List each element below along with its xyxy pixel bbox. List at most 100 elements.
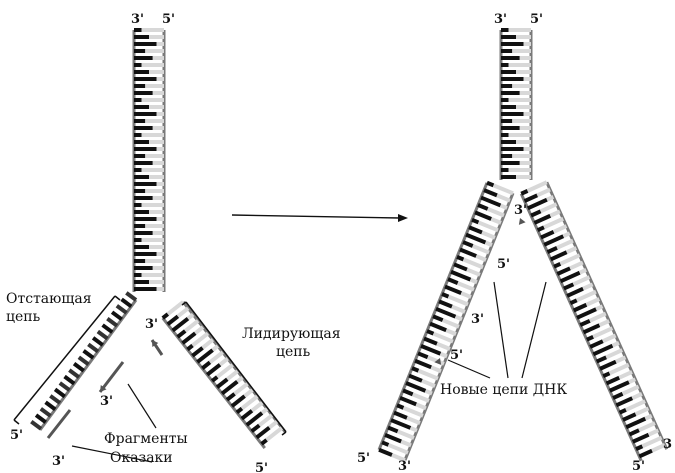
base-pair <box>590 341 603 347</box>
base-pair <box>475 212 491 219</box>
base-pair <box>600 321 610 325</box>
base-pair <box>178 308 188 316</box>
base-pair <box>452 307 465 312</box>
base-pair <box>269 422 277 428</box>
leading-strand-label-2: цепь <box>276 344 311 360</box>
base <box>60 383 70 390</box>
base-pair <box>580 321 590 325</box>
base-pair <box>488 209 504 216</box>
base-pair <box>259 415 272 425</box>
right-bottom-3prime: 3' <box>398 459 411 473</box>
base-pair <box>491 219 501 223</box>
base-pair <box>596 306 602 309</box>
base-pair <box>610 382 629 391</box>
base-pair <box>639 423 655 430</box>
base-pair <box>433 316 443 320</box>
base-pair <box>613 394 623 398</box>
base-pair <box>388 427 398 431</box>
lagging-strand-label-1: Отстающая <box>6 291 92 307</box>
base-pair <box>245 390 253 396</box>
base-pair <box>525 195 538 201</box>
base-pair <box>613 343 619 346</box>
leading-strand-label-1: Лидирующая <box>242 326 341 342</box>
backbone <box>405 193 513 460</box>
base-pair <box>257 428 270 438</box>
base-pair <box>547 248 557 252</box>
right-upper-3prime: 3' <box>471 312 484 327</box>
base-pair <box>528 182 547 191</box>
base-pair <box>227 394 235 400</box>
base-pair <box>463 242 473 246</box>
base-pair <box>183 333 196 343</box>
base-pair <box>494 185 513 193</box>
base-pair <box>422 381 435 386</box>
base-pair <box>212 377 217 381</box>
base-pair <box>210 352 223 362</box>
base <box>31 422 41 429</box>
base-pair <box>400 398 416 405</box>
base <box>103 325 113 332</box>
base-pair <box>391 420 410 428</box>
base <box>74 364 84 371</box>
base-pair <box>419 371 438 379</box>
base-pair <box>597 357 607 361</box>
base-pair <box>252 425 260 431</box>
base <box>122 299 132 306</box>
base-pair <box>455 317 461 320</box>
base-pair <box>458 283 474 290</box>
base-pair <box>626 401 645 410</box>
base-pair <box>220 359 228 365</box>
right-upper-5prime: 5' <box>497 257 510 272</box>
left-lagging-template <box>31 293 136 430</box>
base-pair <box>163 314 168 318</box>
base-pair <box>192 348 202 356</box>
base-pair <box>412 368 418 371</box>
base-pair <box>639 451 652 457</box>
base-pair <box>528 200 547 209</box>
base-pair <box>445 287 461 294</box>
base-pair <box>554 226 567 232</box>
base-pair <box>449 297 468 305</box>
base-pair <box>577 309 596 318</box>
right-top-5prime: 5' <box>530 12 543 27</box>
base-pair <box>633 435 649 442</box>
base-pair <box>461 293 471 297</box>
base-pair <box>442 294 448 297</box>
base-pair <box>213 346 218 350</box>
base-pair <box>401 441 411 445</box>
base <box>112 312 122 319</box>
new-strands-pointer-lines <box>448 282 546 378</box>
base-pair <box>584 325 600 332</box>
base-pair <box>606 378 619 384</box>
base-pair <box>537 190 550 196</box>
okazaki-label-2: Оказаки <box>110 450 173 466</box>
base-pair <box>577 292 596 301</box>
base-pair <box>484 190 497 195</box>
base-pair <box>409 376 422 381</box>
base <box>88 344 98 351</box>
base <box>79 357 89 364</box>
base-pair <box>448 279 458 283</box>
base-pair <box>466 235 485 243</box>
base-pair <box>586 299 599 305</box>
base-pair <box>544 219 563 228</box>
base-pair <box>460 249 476 256</box>
base <box>46 402 56 409</box>
base-pair <box>406 383 425 391</box>
okazaki-3prime: 3' <box>100 394 113 409</box>
base-pair <box>413 394 429 401</box>
left-top-3prime: 3' <box>131 12 144 27</box>
base-pair <box>439 301 452 306</box>
base-pair <box>544 236 563 245</box>
base-pair <box>203 340 213 348</box>
base-pair <box>470 280 476 283</box>
base-pair <box>479 222 498 230</box>
base-pair <box>427 331 433 334</box>
base-pair <box>551 252 567 259</box>
base-pair <box>187 345 192 349</box>
left-leading-duplex <box>163 302 285 448</box>
base-pair <box>564 284 574 288</box>
base-pair <box>580 270 586 273</box>
base-pair <box>603 335 616 341</box>
base <box>117 306 127 313</box>
